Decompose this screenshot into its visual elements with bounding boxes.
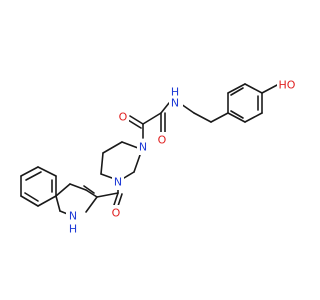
atom-keto-o-right: O — [156, 132, 168, 148]
molecule-structure-diagram: N H HO O O N N O N H — [20, 77, 297, 237]
bond-ring-to-oh — [261, 83, 280, 94]
atom-phenol-oh: HO — [277, 77, 297, 93]
bond-co-left-a — [129, 115, 144, 125]
piperazine-n-top-label: N — [139, 141, 147, 154]
carbonyl-o-label: O — [112, 207, 121, 220]
bond-co-left-b — [127, 119, 142, 129]
atom-amide-nh: N H — [169, 86, 183, 114]
indole-benzene-ring — [20, 166, 57, 207]
piperazine-ring — [100, 141, 141, 179]
indole-pyrrole-ring — [55, 183, 98, 216]
amide-nh-h-label: H — [171, 86, 179, 99]
atom-carbonyl-o: O — [110, 205, 122, 221]
atom-keto-o-left: O — [117, 109, 129, 125]
bond-carbonyl-o-b — [117, 193, 123, 207]
keto-o-left-label: O — [119, 111, 128, 124]
atom-indole-nh: N H — [66, 209, 80, 237]
bond-ring-ch2 — [210, 112, 229, 123]
bond-ch2-nh — [180, 103, 195, 114]
bond-carbonyl-carbonyl — [142, 112, 162, 125]
bond-ch2-ch2 — [193, 112, 212, 123]
piperazine-n-bottom-label: N — [114, 176, 122, 189]
atom-piperazine-n-bottom: N — [112, 174, 124, 190]
keto-o-right-label: O — [158, 134, 167, 147]
bond-nh-carbonyl — [160, 102, 170, 114]
amide-nh-n-label: N — [171, 97, 179, 110]
indole-h-label: H — [69, 223, 77, 236]
bond-carbonyl-indole — [96, 192, 119, 198]
phenol-oh-label: HO — [279, 79, 296, 92]
phenol-ring — [227, 83, 263, 123]
bond-carbonyl-o-a — [113, 192, 119, 206]
indole-n-label: N — [69, 210, 77, 223]
atom-piperazine-n-top: N — [137, 139, 149, 155]
